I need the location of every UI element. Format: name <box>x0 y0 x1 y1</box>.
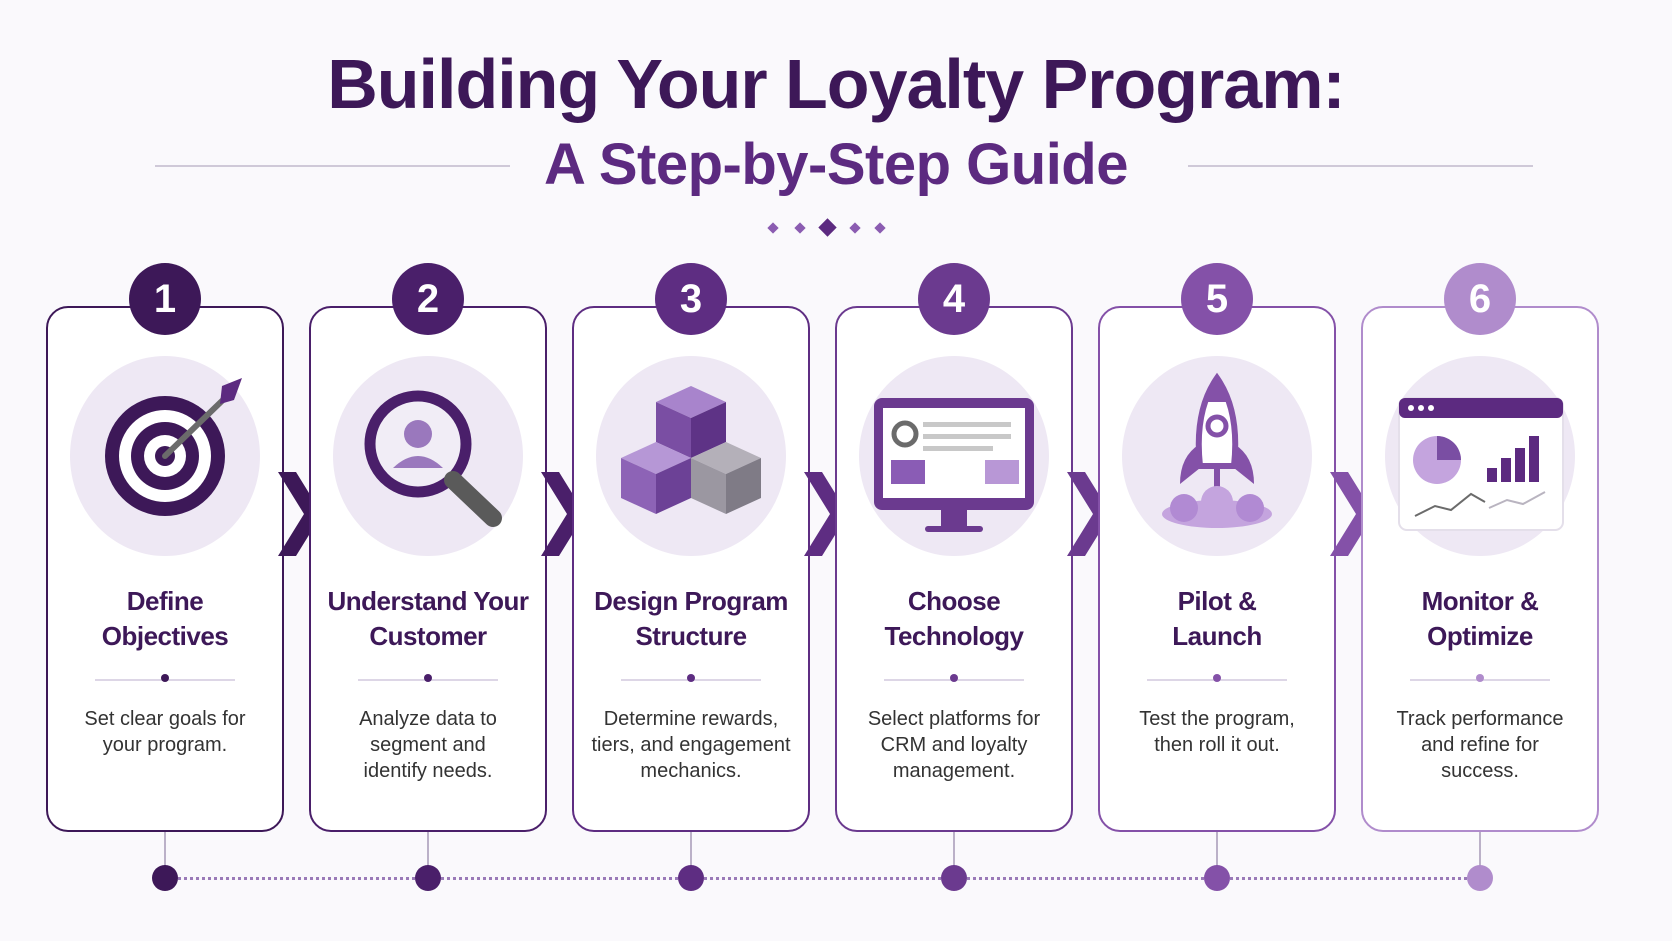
timeline-stem <box>1216 832 1218 868</box>
step-number-badge: 2 <box>392 263 464 335</box>
diamond-ornament <box>0 218 1672 238</box>
description-line: then roll it out. <box>1154 734 1280 756</box>
rocket-icon <box>1162 372 1272 528</box>
step-title-line: Choose <box>907 586 1001 616</box>
timeline-stem <box>1479 832 1481 868</box>
step-title-line: Optimize <box>1427 621 1533 651</box>
step-title-line: Objectives <box>101 621 229 651</box>
separator-dot <box>1213 674 1221 682</box>
step-title-line: Customer <box>369 621 487 651</box>
step-title: Pilot & Launch <box>1098 584 1336 654</box>
description-line: your program. <box>102 734 228 756</box>
description-line: success. <box>1441 760 1519 782</box>
step-number-badge: 5 <box>1181 263 1253 335</box>
description-line: mechanics. <box>640 760 742 782</box>
timeline-dot <box>152 865 178 891</box>
step-description: Test the program, then roll it out. <box>1098 706 1336 758</box>
description-line: CRM and loyalty <box>880 734 1028 756</box>
step-title: Monitor & Optimize <box>1361 584 1599 654</box>
step-description: Determine rewards, tiers, and engagement m… <box>572 706 810 784</box>
description-line: Analyze data to <box>359 708 497 730</box>
step-description: Track performance and refine for success. <box>1361 706 1599 784</box>
timeline-stem <box>427 832 429 868</box>
step-number-badge: 6 <box>1444 263 1516 335</box>
description-line: Test the program, <box>1139 708 1295 730</box>
timeline-dot <box>1467 865 1493 891</box>
target-icon <box>105 378 242 516</box>
diamond-icon <box>794 222 806 234</box>
step-title-line: Monitor & <box>1421 586 1539 616</box>
timeline-dot <box>1204 865 1230 891</box>
step-title-line: Pilot & <box>1177 586 1257 616</box>
description-line: Set clear goals for <box>84 708 246 730</box>
step-title-line: Design Program <box>594 586 788 616</box>
separator-dot <box>950 674 958 682</box>
subtitle-row: A Step-by-Step Guide <box>0 125 1672 205</box>
step-title-line: Understand Your <box>327 586 529 616</box>
step-title-line: Technology <box>884 621 1024 651</box>
timeline-stem <box>953 832 955 868</box>
description-line: management. <box>892 760 1016 782</box>
description-line: tiers, and engagement <box>591 734 791 756</box>
diamond-icon <box>818 218 837 237</box>
timeline-connector <box>967 877 1204 880</box>
step-description: Set clear goals for your program. <box>46 706 284 758</box>
cubes-icon <box>621 386 761 514</box>
description-line: Track performance <box>1396 708 1564 730</box>
timeline-connector <box>178 877 415 880</box>
timeline-stem <box>164 832 166 868</box>
separator-dot <box>687 674 695 682</box>
timeline-connector <box>704 877 941 880</box>
description-line: identify needs. <box>363 760 493 782</box>
diamond-icon <box>874 222 886 234</box>
timeline-stem <box>690 832 692 868</box>
separator-dot <box>424 674 432 682</box>
step-title-line: Structure <box>635 621 747 651</box>
analytics-dashboard-icon <box>1398 397 1564 531</box>
timeline-dot <box>415 865 441 891</box>
step-description: Analyze data to segment and identify needs… <box>309 706 547 784</box>
timeline-connector <box>1230 877 1467 880</box>
divider-left <box>155 165 510 167</box>
description-line: segment and <box>370 734 486 756</box>
separator-dot <box>1476 674 1484 682</box>
timeline-connector <box>441 877 678 880</box>
step-number-badge: 3 <box>655 263 727 335</box>
monitor-icon <box>874 398 1034 532</box>
magnifier-user-icon <box>364 390 502 527</box>
timeline-dot <box>941 865 967 891</box>
divider-right <box>1188 165 1533 167</box>
step-number-badge: 4 <box>918 263 990 335</box>
description-line: Select platforms for <box>867 708 1041 730</box>
description-line: Determine rewards, <box>603 708 779 730</box>
separator-dot <box>161 674 169 682</box>
step-title-line: Define <box>126 586 204 616</box>
step-number-badge: 1 <box>129 263 201 335</box>
timeline-dot <box>678 865 704 891</box>
page-subtitle: A Step-by-Step Guide <box>544 132 1129 197</box>
description-line: and refine for <box>1421 734 1539 756</box>
step-title-line: Launch <box>1172 621 1262 651</box>
page-title: Building Your Loyalty Program: <box>327 45 1346 123</box>
diamond-icon <box>849 222 861 234</box>
diamond-icon <box>767 222 779 234</box>
